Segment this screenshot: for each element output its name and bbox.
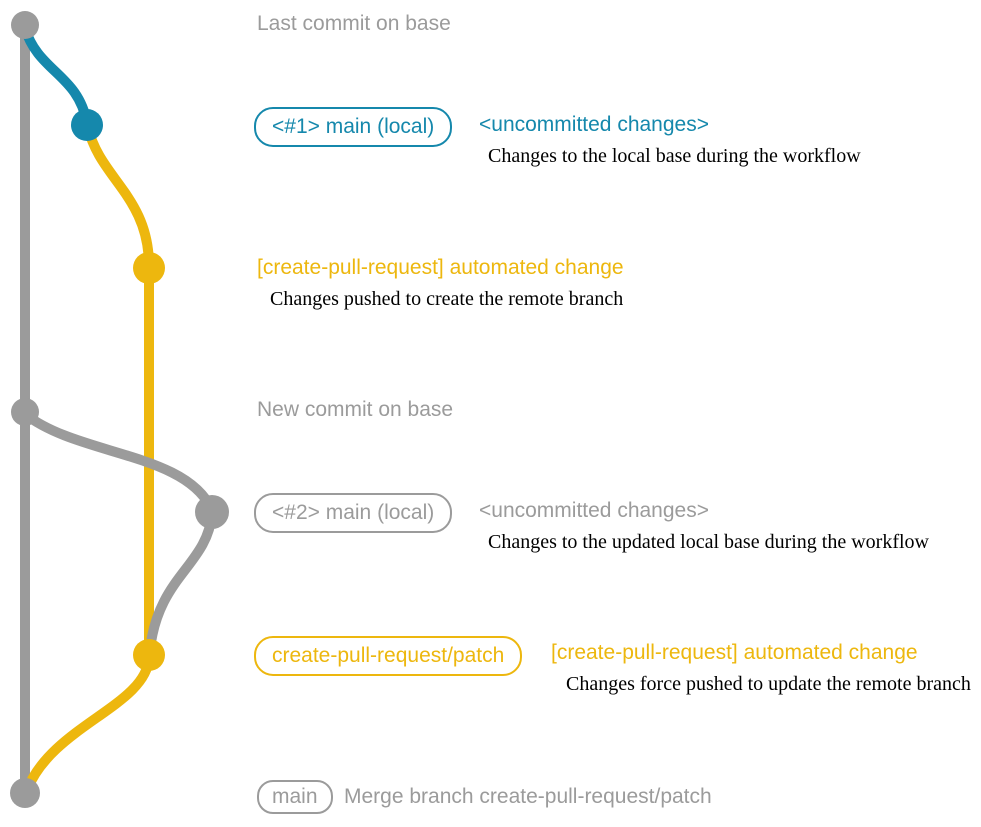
commit-node-automated-2 [133,639,165,671]
edge-newbase-to-uncommitted-2 [20,409,217,515]
commit-node-automated-1 [133,252,165,284]
commit-node-last-base [11,11,39,39]
label-new-commit-on-base: New commit on base [257,398,454,421]
label-last-commit-on-base: Last commit on base [257,12,451,35]
label-merge-branch: Merge branch create-pull-request/patch [344,785,712,808]
caption-uncommitted-changes-2: Changes to the updated local base during… [488,531,929,553]
branch-badge-main-local-1: <#1> main (local) [254,107,453,147]
caption-automated-change-1: Changes pushed to create the remote bran… [270,288,624,310]
label-automated-change-2: [create-pull-request] automated change [551,641,918,664]
caption-automated-change-2: Changes force pushed to update the remot… [566,673,971,695]
branch-badge-create-pull-request-patch: create-pull-request/patch [254,636,523,676]
commit-node-uncommitted-2 [195,495,229,529]
edge-uncommitted-2-to-patch [145,509,217,655]
commit-node-merge [10,778,40,808]
edge-patch-to-merge [22,653,154,795]
commit-node-uncommitted-1 [71,109,103,141]
label-uncommitted-changes-2: <uncommitted changes> [479,499,709,522]
git-graph [10,11,229,808]
edge-base-to-uncommitted-1 [20,23,92,128]
label-automated-change-1: [create-pull-request] automated change [257,256,624,279]
edge-uncommitted-1-to-patch [83,122,154,271]
commit-node-new-base [11,398,39,426]
caption-uncommitted-changes-1: Changes to the local base during the wor… [488,145,861,167]
branch-badge-main: main [257,780,333,814]
branch-badge-main-local-2: <#2> main (local) [254,493,453,533]
label-uncommitted-changes-1: <uncommitted changes> [479,113,709,136]
